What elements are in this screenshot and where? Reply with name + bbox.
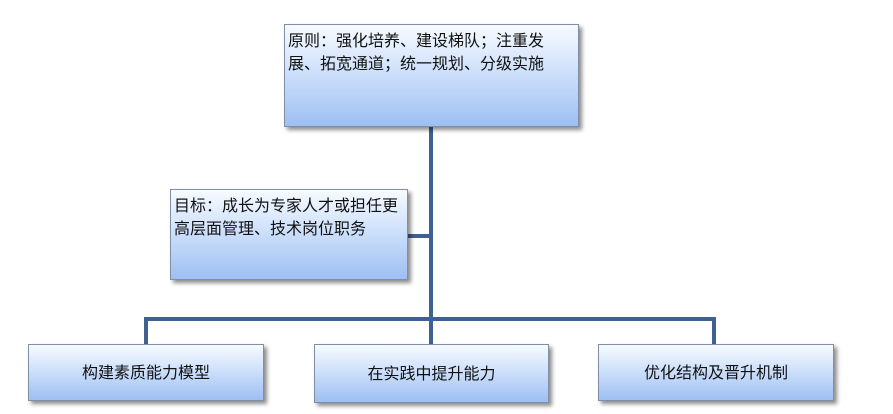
branch-label: 构建素质能力模型 xyxy=(81,363,210,382)
branch-label: 优化结构及晋升机制 xyxy=(643,363,788,382)
branch-label: 在实践中提升能力 xyxy=(367,364,496,383)
branch-box-practice: 在实践中提升能力 xyxy=(314,344,549,403)
goal-text: 目标：成长为专家人才或担任更高层面管理、技术岗位职务 xyxy=(174,196,399,238)
branch-box-competency-model: 构建素质能力模型 xyxy=(28,344,264,401)
goal-box: 目标：成长为专家人才或担任更高层面管理、技术岗位职务 xyxy=(170,189,408,280)
principle-text: 原则：强化培养、建设梯队；注重发展、拓宽通道；统一规划、分级实施 xyxy=(288,31,545,73)
principle-box: 原则：强化培养、建设梯队；注重发展、拓宽通道；统一规划、分级实施 xyxy=(284,24,579,127)
branch-box-promotion-mechanism: 优化结构及晋升机制 xyxy=(598,344,834,401)
